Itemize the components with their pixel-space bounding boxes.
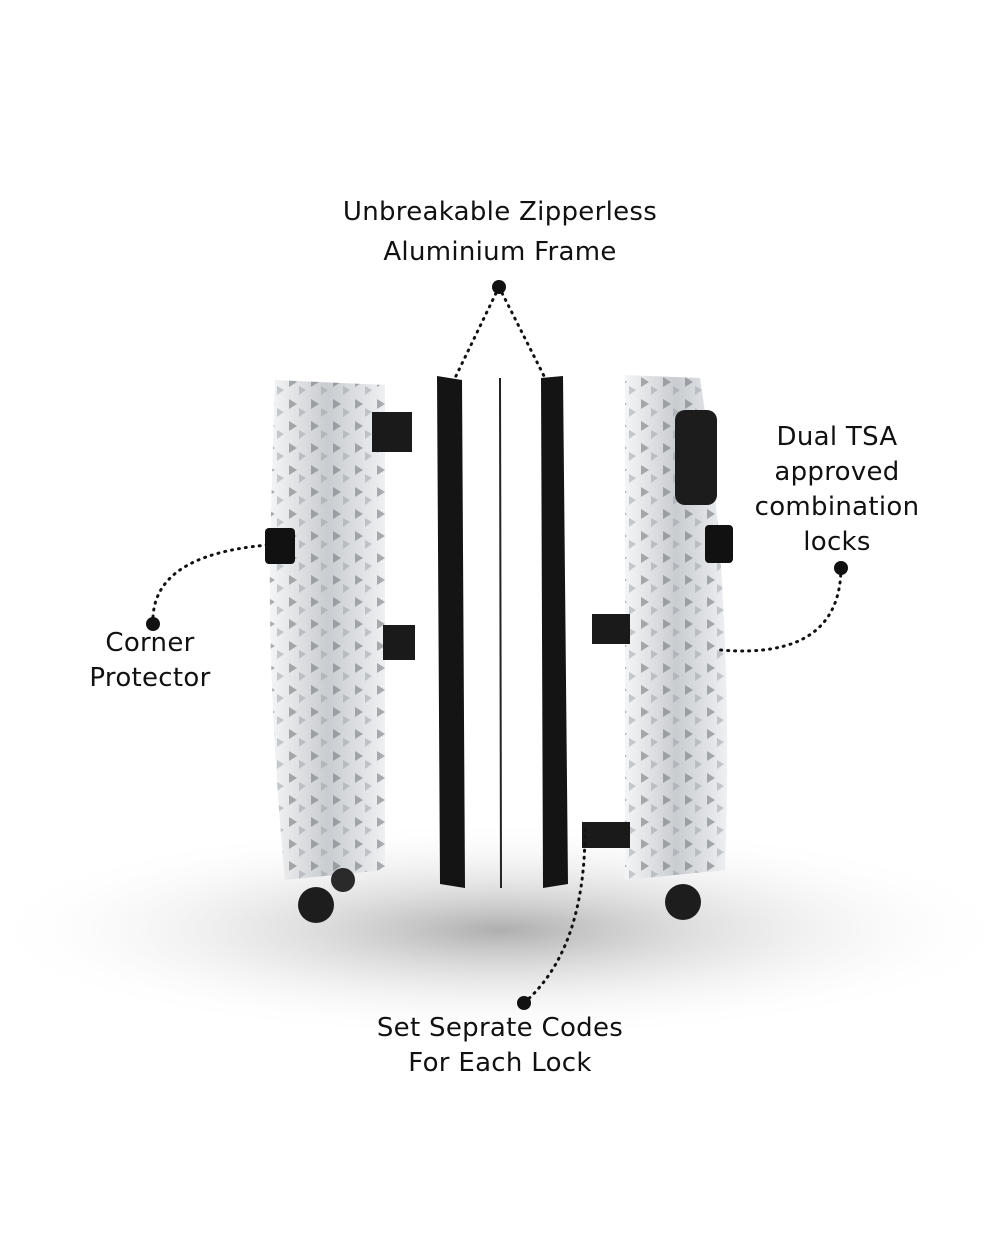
corner-protector <box>265 528 295 564</box>
right-shell <box>582 375 733 920</box>
floor-shadow <box>0 820 1000 1040</box>
label-line: approved <box>774 457 900 487</box>
label-line: combination <box>754 492 920 522</box>
codes-leader <box>522 828 587 1005</box>
frame-leader-left <box>453 285 501 380</box>
hinge-icon <box>372 412 412 452</box>
hinge-icon <box>383 625 415 660</box>
label-line: For Each Lock <box>408 1048 592 1078</box>
corner-leader <box>151 543 270 626</box>
frame-callout-label: Unbreakable Zipperless Aluminium Frame <box>300 192 700 272</box>
locks-leader <box>718 566 843 653</box>
wheel-icon <box>298 887 334 923</box>
codes-callout-label: Set Seprate Codes For Each Lock <box>300 1011 700 1081</box>
corner-protector <box>705 525 733 563</box>
locks-callout-label: Dual TSA approved combination locks <box>737 420 937 560</box>
latch-icon <box>582 822 630 848</box>
frame-leader-right <box>497 285 547 380</box>
label-line: locks <box>803 527 871 557</box>
label-line: Dual TSA <box>776 422 898 452</box>
corner-callout-label: Corner Protector <box>50 626 250 696</box>
label-line: Corner <box>105 628 195 658</box>
wheel-icon <box>665 884 701 920</box>
left-shell <box>265 380 415 923</box>
corner-callout-dot <box>146 617 160 631</box>
locks-callout-dot <box>834 561 848 575</box>
tsa-lock-icon <box>675 410 717 505</box>
frame-callout-dot <box>492 280 506 294</box>
label-line: Set Seprate Codes <box>376 1013 624 1043</box>
aluminium-frame <box>437 376 568 889</box>
latch-icon <box>592 614 630 644</box>
label-line: Aluminium Frame <box>383 237 617 267</box>
codes-callout-dot <box>517 996 531 1010</box>
label-line: Unbreakable Zipperless <box>342 197 658 227</box>
label-line: Protector <box>89 663 211 693</box>
